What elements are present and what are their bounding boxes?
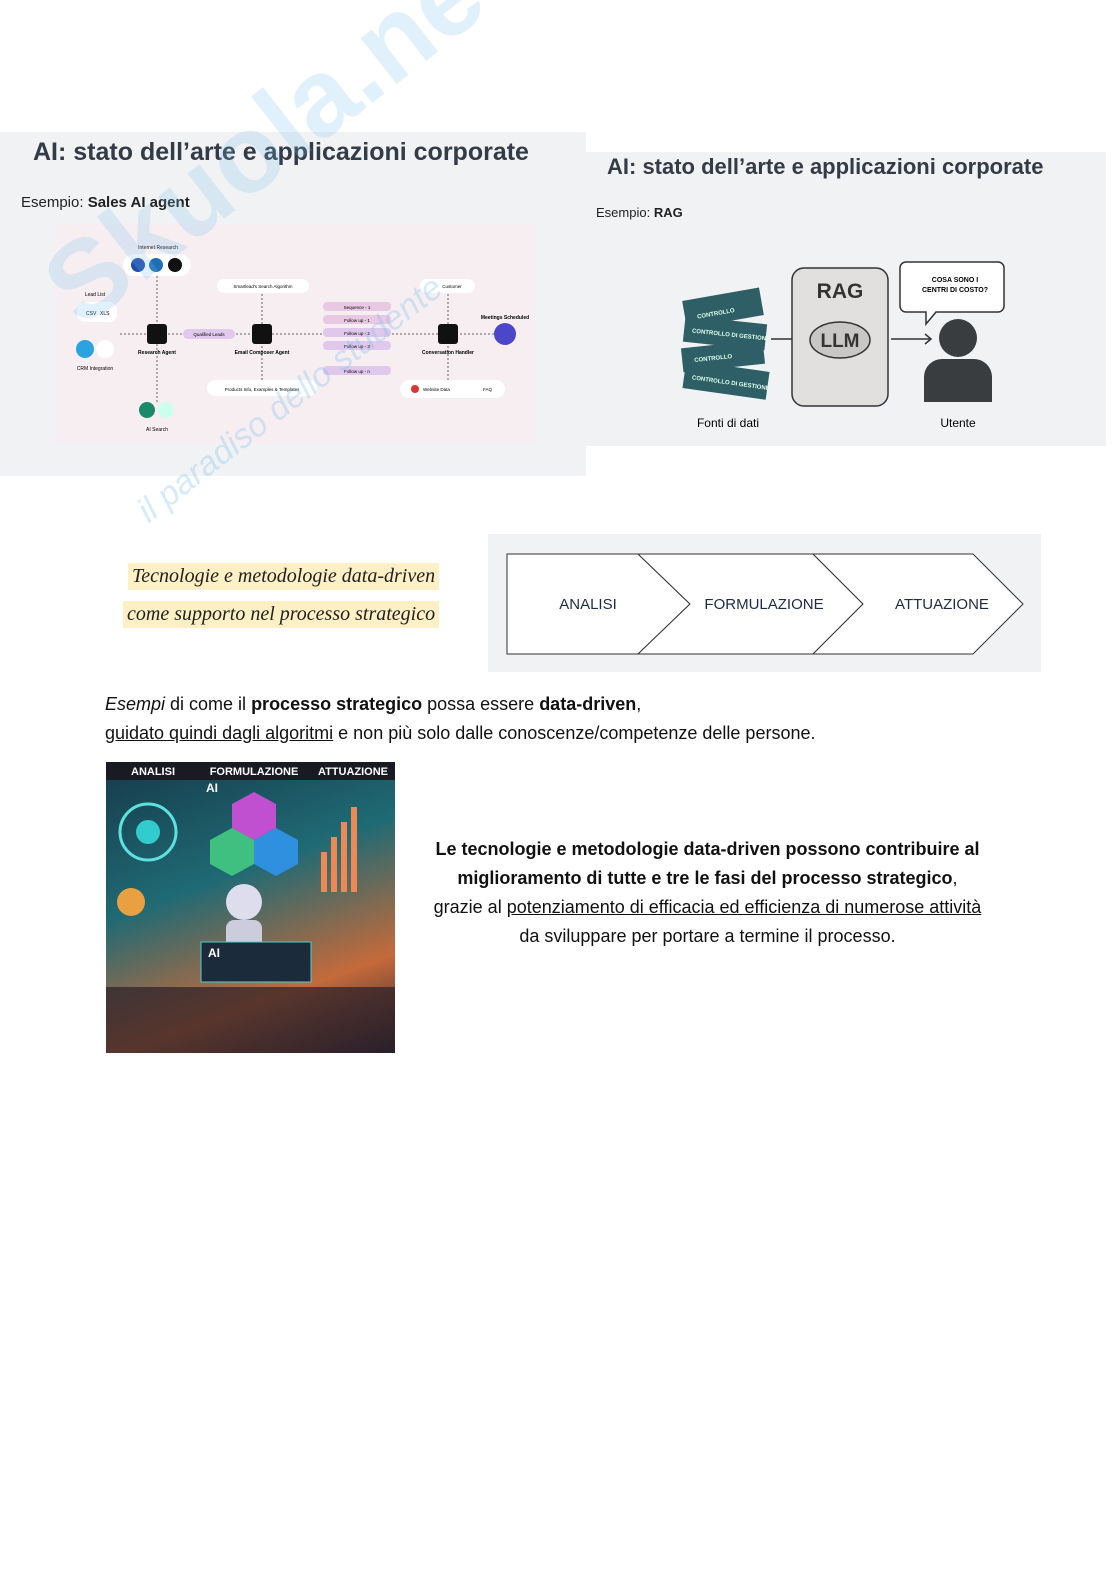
summary-line-1: Le tecnologie e metodologie data-driven … — [435, 839, 980, 859]
summary-line-3: grazie al — [433, 897, 507, 917]
image-ai-label: AI — [206, 781, 218, 795]
customer-label: Customer — [442, 284, 462, 289]
image-label-formulazione: FORMULAZIONE — [210, 766, 299, 778]
qualified-leads-label: Qualified Leads — [193, 332, 225, 337]
crm-label: CRM Integration — [77, 366, 114, 372]
process-diagram: ANALISI FORMULAZIONE ATTUAZIONE — [488, 534, 1041, 672]
books-icon: CONTROLLO CONTROLLO DI GESTIONE CONTROLL… — [680, 287, 770, 400]
sequence-item: Follow up - n — [344, 369, 370, 374]
ai-search-label: AI Search — [146, 427, 168, 433]
summary-line-2: miglioramento di tutte e tre le fasi del… — [457, 868, 953, 888]
slide-title: AI: stato dell’arte e applicazioni corpo… — [607, 154, 1044, 179]
slide-rag: AI: stato dell’arte e applicazioni corpo… — [586, 152, 1106, 446]
rag-diagram: CONTROLLO CONTROLLO DI GESTIONE CONTROLL… — [680, 261, 1005, 430]
para-text: di come il — [165, 694, 252, 714]
internet-research-label: Internet Research — [138, 245, 178, 251]
chevron-attuazione — [811, 553, 1024, 655]
summary-text: Le tecnologie e metodologie data-driven … — [420, 835, 995, 951]
research-agent-label: Research Agent — [138, 350, 176, 356]
arrow-icon — [924, 333, 933, 345]
slide-subtitle: Esempio: RAG — [596, 205, 683, 220]
para-emphasis: Esempi — [105, 694, 166, 714]
email-agent-icon — [252, 324, 272, 344]
image-label-analisi: ANALISI — [131, 766, 175, 778]
paragraph-line-2: guidato quindi dagli algoritmi e non più… — [105, 723, 815, 744]
x-icon — [168, 258, 182, 272]
ai-strategy-illustration: ANALISI FORMULAZIONE ATTUAZIONE AI AI — [106, 762, 395, 1053]
llm-label: LLM — [820, 331, 859, 352]
bubble-line-2: CENTRI DI COSTO? — [922, 287, 988, 294]
website-label: Website Data — [423, 387, 450, 392]
para-text: e non più solo dalle conoscenze/competen… — [333, 723, 816, 743]
faq-label: FAQ — [483, 387, 493, 392]
para-text: , — [636, 694, 642, 714]
calendar-icon — [494, 323, 516, 345]
para-bold: data-driven — [539, 694, 637, 714]
rag-label: RAG — [817, 280, 864, 303]
sequence-item: Follow up - 1 — [344, 318, 370, 323]
search-algorithm-label: Smartlead's Search Algorithm — [233, 284, 292, 289]
user-label: Utente — [940, 416, 976, 430]
highlight-line-1: Tecnologie e metodologie data-driven — [128, 563, 440, 590]
meetings-label: Meetings Scheduled — [481, 315, 529, 321]
summary-line-3-underline: potenziamento di efficacia ed efficienza… — [506, 897, 982, 917]
slide-sales-ai-agent: AI: stato dell’arte e applicazioni corpo… — [0, 132, 586, 476]
slide-subtitle: Esempio: Sales AI agent — [21, 194, 190, 211]
ai-search-icon-2 — [158, 402, 174, 418]
bubble-line-1: COSA SONO I — [932, 277, 978, 284]
speech-bubble — [899, 261, 1005, 327]
book-label: CONTROLLO — [694, 354, 733, 364]
image-label-attuazione: ATTUAZIONE — [318, 766, 388, 778]
csv-label: CSV — [86, 311, 97, 317]
phase-analisi: ANALISI — [559, 596, 617, 613]
phase-attuazione: ATTUAZIONE — [895, 596, 989, 613]
sequence-item: Follow up - 2 — [344, 331, 370, 336]
summary-line-4: da sviluppare per portare a termine il p… — [519, 926, 896, 946]
image-ai-screen-label: AI — [208, 946, 220, 960]
ai-search-icon — [139, 402, 155, 418]
slide-title: AI: stato dell’arte e applicazioni corpo… — [33, 138, 529, 166]
paragraph-line-1: Esempi di come il processo strategico po… — [105, 694, 641, 715]
para-bold: processo strategico — [251, 694, 423, 714]
facebook-icon — [131, 258, 145, 272]
para-text: possa essere — [422, 694, 540, 714]
email-agent-label: Email Composer Agent — [235, 350, 290, 356]
sequence-item: Sequence - 1 — [344, 305, 371, 310]
lead-list-label: Lead List — [85, 292, 106, 298]
para-underline: guidato quindi dagli algoritmi — [105, 723, 334, 743]
highlight-line-2: come supporto nel processo strategico — [123, 601, 440, 628]
sequence-item: Follow up - 3 — [344, 344, 370, 349]
xls-label: XLS — [100, 311, 110, 317]
user-icon — [924, 319, 992, 402]
globe-icon — [411, 385, 419, 393]
phase-formulazione: FORMULAZIONE — [704, 596, 823, 613]
products-label: Products Info, Examples & Templates — [225, 387, 300, 392]
sequence-list: Sequence - 1 Follow up - 1 Follow up - 2… — [323, 302, 391, 375]
linkedin-icon — [149, 258, 163, 272]
research-agent-icon — [147, 324, 167, 344]
summary-line-2-end: , — [952, 868, 958, 888]
sources-label: Fonti di dati — [697, 416, 759, 430]
conversation-handler-label: Conversation Handler — [422, 350, 474, 356]
hubspot-icon — [96, 340, 114, 358]
salesforce-icon — [76, 340, 94, 358]
conversation-handler-icon — [438, 324, 458, 344]
